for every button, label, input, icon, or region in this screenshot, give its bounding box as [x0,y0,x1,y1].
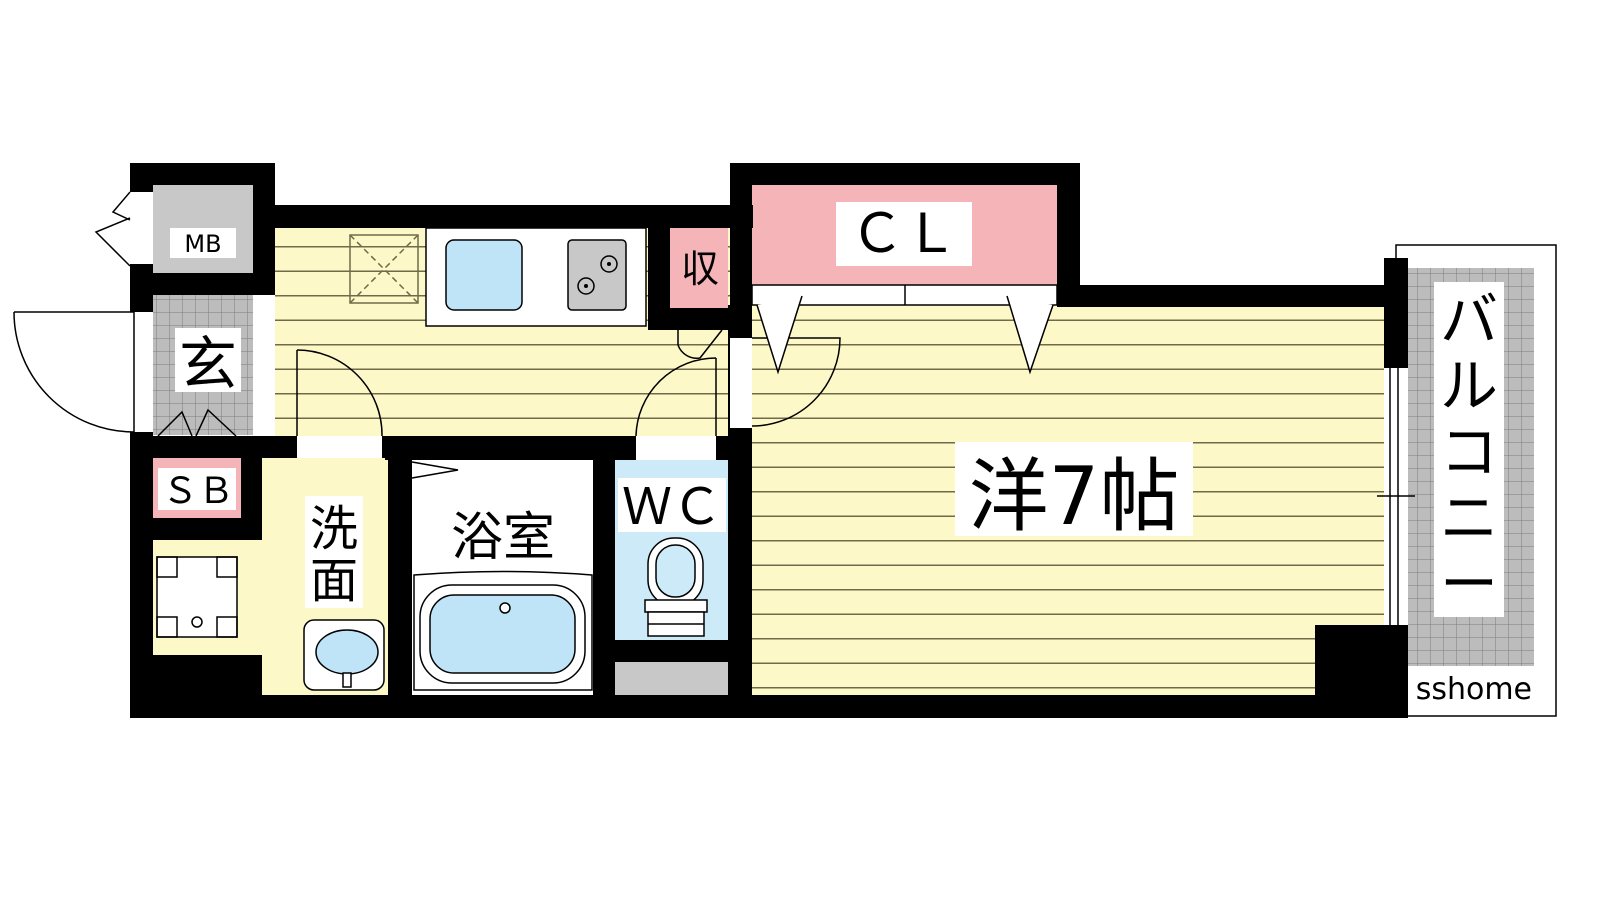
genkan-label-bg [175,328,241,392]
doors [13,191,1415,625]
cl-label-bg [836,202,972,266]
watermark: sshome [1416,672,1532,707]
watermark-bg [1408,667,1534,705]
balcony-char-1: バ [1440,286,1498,354]
sb-label-bg [158,468,236,510]
room-label-bg [955,442,1193,536]
room-label: 洋7帖 [969,450,1180,543]
bath-label: 浴室 [451,508,555,568]
senmen-label-1: 洗 [310,501,358,557]
senmen-label-bg [305,496,363,608]
sb-label: ＳＢ [162,471,234,512]
storage-label: 収 [681,247,719,291]
mb-label-bg [170,228,236,258]
mb-label: MB [184,230,221,258]
stove-icon [567,239,627,311]
wc-label-bg [618,478,726,532]
balcony-char-5: ー [1440,550,1498,618]
bathtub-icon [413,570,593,691]
wc-label: ＷＣ [622,478,722,536]
wc-lower-gray [615,662,728,695]
balcony-char-4: ニ [1440,484,1498,552]
balcony-char-2: ル [1440,352,1498,420]
sink-icon [445,239,523,311]
fridge-icon [349,234,419,304]
closet-doors [751,284,1058,375]
toilet-icon [644,537,708,637]
cl-label: ＣＬ [850,202,958,265]
wash-basin-icon [303,619,385,691]
senmen-label-2: 面 [310,553,358,609]
balcony-label: バ ル コ ニ ー [1440,286,1498,618]
washing-machine-icon [156,556,238,638]
genkan-label: 玄 [179,330,237,398]
storage-fill [670,228,728,310]
balcony-label-bg [1434,282,1504,617]
balcony-char-3: コ [1440,418,1498,486]
